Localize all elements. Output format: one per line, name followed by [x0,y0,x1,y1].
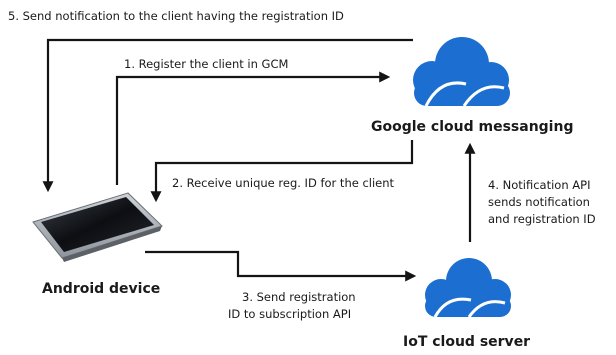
step4-label-line2: sends notification [488,195,590,209]
device-label: Android device [42,281,160,297]
step5-label: 5. Send notification to the client havin… [8,9,344,23]
cloud-icon [425,258,511,318]
step4-label-line3: and registration ID [488,212,596,226]
arrow-step1 [115,71,391,185]
arrow-step2 [150,140,414,203]
step4-label-line1: 4. Notification API [488,178,590,192]
cloud-icon [413,37,510,107]
step3-label-line1: 3. Send registration [242,290,356,304]
step2-label: 2. Receive unique reg. ID for the client [172,176,395,190]
tablet-icon [32,192,163,262]
arrow-step5 [42,38,413,193]
gcm-label: Google cloud messanging [371,119,573,135]
gcm-node: Google cloud messanging [371,37,573,135]
iot-node: IoT cloud server [403,258,530,350]
device-node: Android device [32,192,163,297]
arrow-step3 [145,250,417,282]
step3-label-line2: ID to subscription API [228,307,351,321]
iot-label: IoT cloud server [403,334,530,350]
step1-label: 1. Register the client in GCM [124,57,288,71]
